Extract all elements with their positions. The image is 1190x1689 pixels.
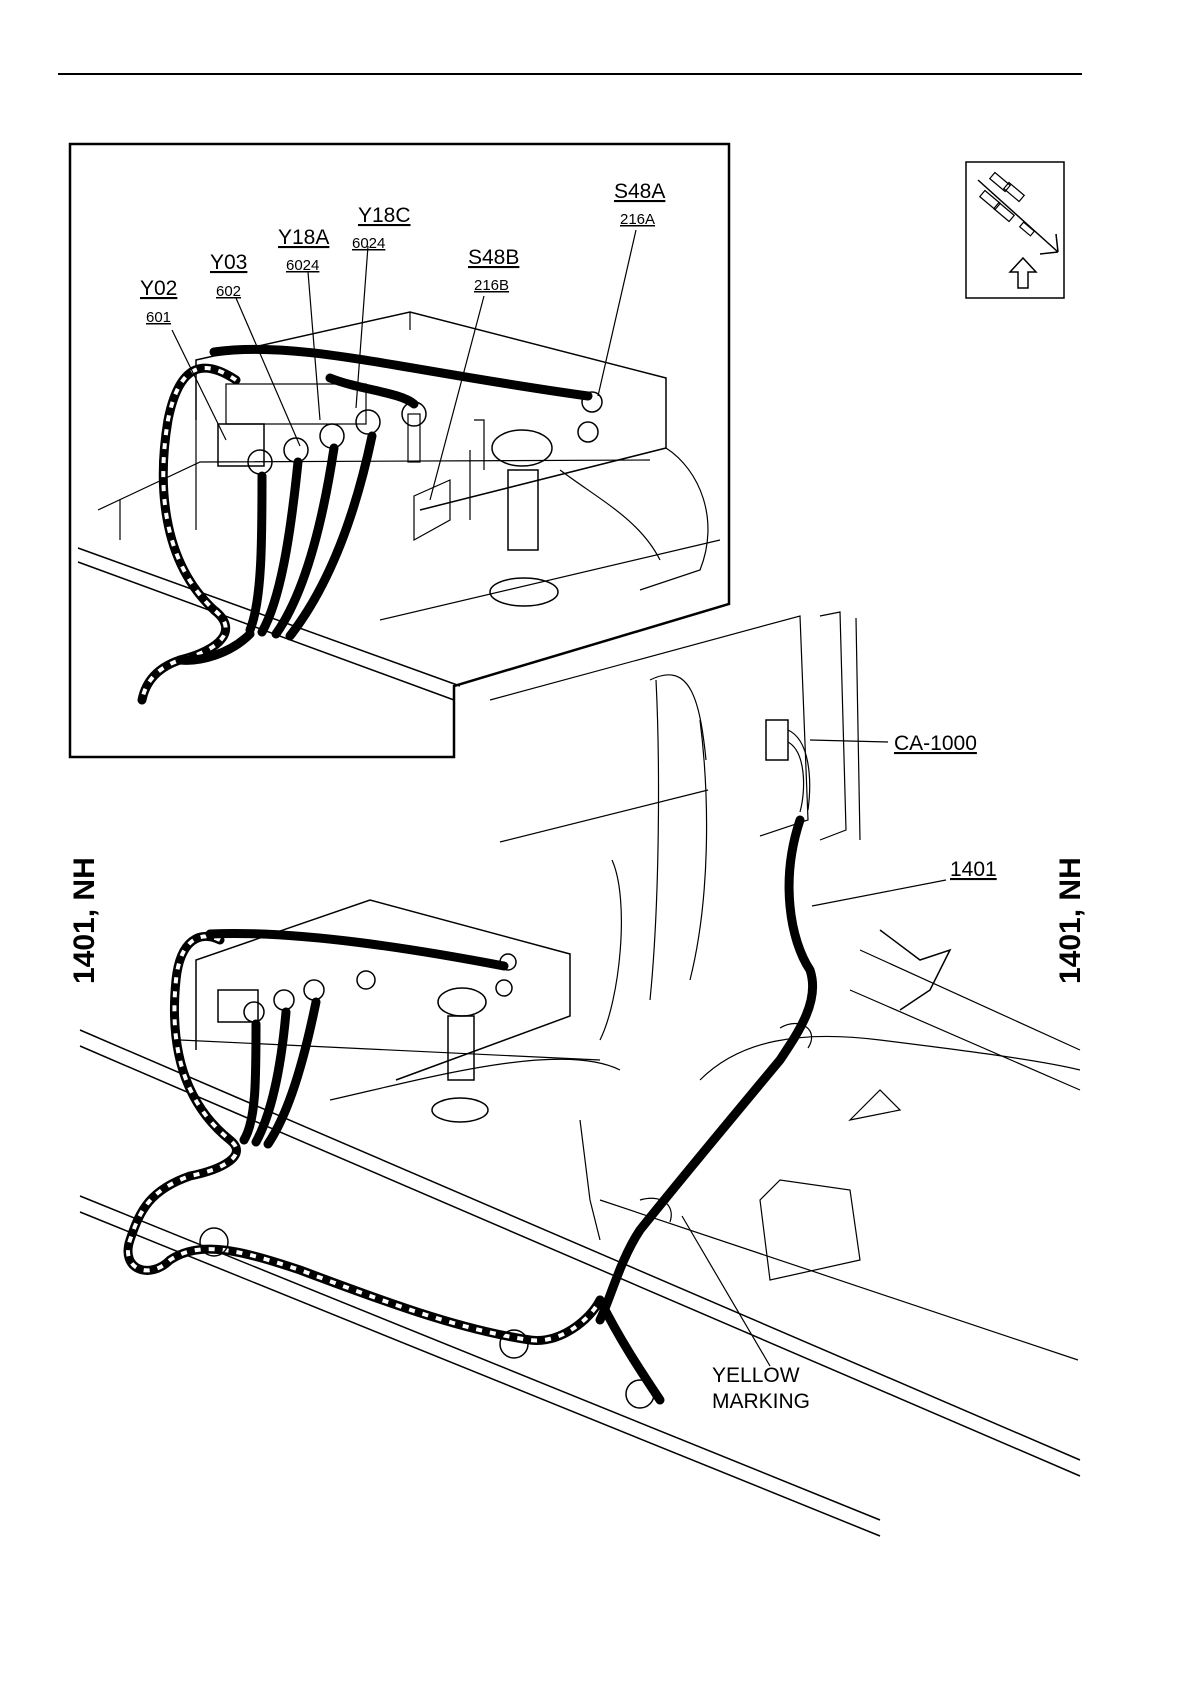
- label-y02-code: Y02: [140, 277, 177, 300]
- label-y18c-code: Y18C: [358, 204, 411, 227]
- label-y18a-code: Y18A: [278, 226, 329, 249]
- label-connector: CA-1000: [894, 732, 977, 755]
- label-s48b-wire: 216B: [474, 277, 509, 294]
- label-marking-line2: MARKING: [712, 1390, 810, 1413]
- label-marking-line1: YELLOW: [712, 1364, 800, 1387]
- label-s48b-code: S48B: [468, 246, 519, 269]
- orientation-arrow-icon: [966, 162, 1064, 298]
- label-y18a-wire: 6024: [286, 257, 319, 274]
- side-label-left: 1401, NH: [68, 857, 101, 984]
- label-s48a-code: S48A: [614, 180, 665, 203]
- label-harness: 1401: [950, 858, 997, 881]
- label-y03-wire: 602: [216, 283, 241, 300]
- inset-detail: [70, 144, 729, 757]
- label-y02-wire: 601: [146, 309, 171, 326]
- label-y18c-wire: 6024: [352, 235, 385, 252]
- label-s48a-wire: 216A: [620, 211, 655, 228]
- side-label-right: 1401, NH: [1054, 857, 1087, 984]
- label-y03-code: Y03: [210, 251, 247, 274]
